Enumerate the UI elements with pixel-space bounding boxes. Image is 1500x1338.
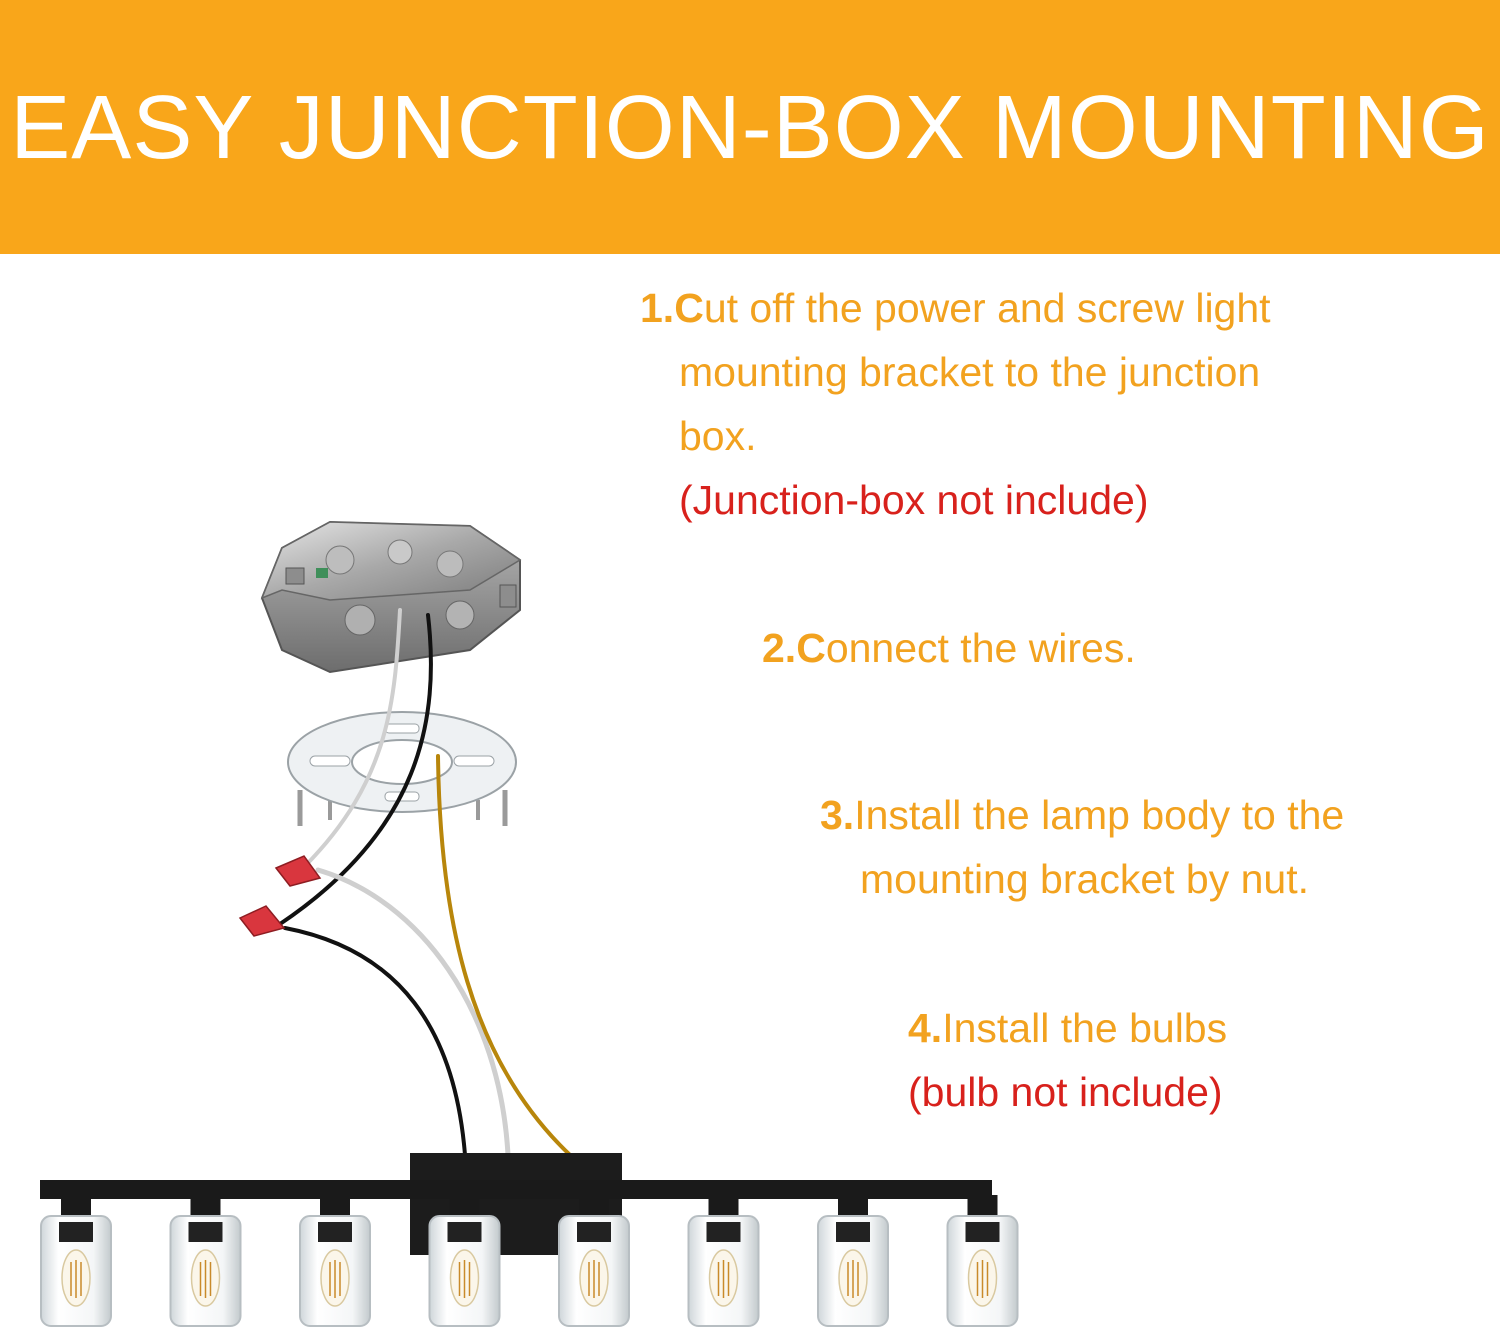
step-3-line-1: 3.Install the lamp body to the: [820, 783, 1344, 847]
step-1-line-2: mounting bracket to the junction: [679, 349, 1261, 395]
wires: [278, 608, 572, 1158]
junction-box: [260, 520, 522, 674]
step-1: 1.Cut off the power and screw light moun…: [640, 276, 1271, 532]
step-3-text: Install the lamp body to the: [854, 792, 1345, 838]
step-3-number: 3.: [820, 792, 855, 838]
step-2-text: onnect the wires.: [825, 625, 1136, 671]
step-2-line-1: 2.Connect the wires.: [762, 616, 1136, 680]
step-4-text: Install the bulbs: [942, 1005, 1228, 1051]
step-2-initial: C: [796, 625, 826, 671]
header-banner: EASY JUNCTION-BOX MOUNTING: [0, 0, 1500, 254]
step-2: 2.Connect the wires.: [762, 616, 1136, 680]
step-1-initial: C: [674, 285, 704, 331]
lamp-4: [428, 1195, 501, 1327]
lamp-8: [946, 1195, 1019, 1327]
step-1-note: (Junction-box not include): [679, 477, 1149, 523]
step-1-text: ut off the power and screw light: [703, 285, 1271, 331]
lamp-5: [558, 1195, 630, 1327]
step-4-number: 4.: [908, 1005, 943, 1051]
mounting-diagram: [40, 520, 1019, 1327]
step-3-line-2: mounting bracket by nut.: [860, 856, 1309, 902]
lamp-2: [169, 1195, 242, 1327]
lamp-1: [40, 1195, 112, 1327]
step-3: 3.Install the lamp body to the mounting …: [820, 783, 1344, 911]
lamp-7: [817, 1195, 889, 1327]
wire-nut-lower: [238, 905, 286, 937]
wire-nut-upper: [274, 855, 322, 887]
step-1-number: 1.: [640, 285, 675, 331]
step-1-line-3: box.: [679, 413, 757, 459]
vanity-light-fixture: [40, 1153, 1019, 1327]
step-1-line-1: 1.Cut off the power and screw light: [640, 276, 1271, 340]
lamp-group: [40, 1195, 1019, 1327]
page-title: EASY JUNCTION-BOX MOUNTING: [10, 78, 1490, 178]
step-4-line-1: 4.Install the bulbs: [908, 996, 1227, 1060]
mounting-bracket: [287, 711, 517, 826]
lamp-3: [299, 1195, 371, 1327]
step-4-note: (bulb not include): [908, 1069, 1223, 1115]
step-2-number: 2.: [762, 625, 797, 671]
lamp-6: [687, 1195, 760, 1327]
step-4: 4.Install the bulbs (bulb not include): [908, 996, 1227, 1124]
